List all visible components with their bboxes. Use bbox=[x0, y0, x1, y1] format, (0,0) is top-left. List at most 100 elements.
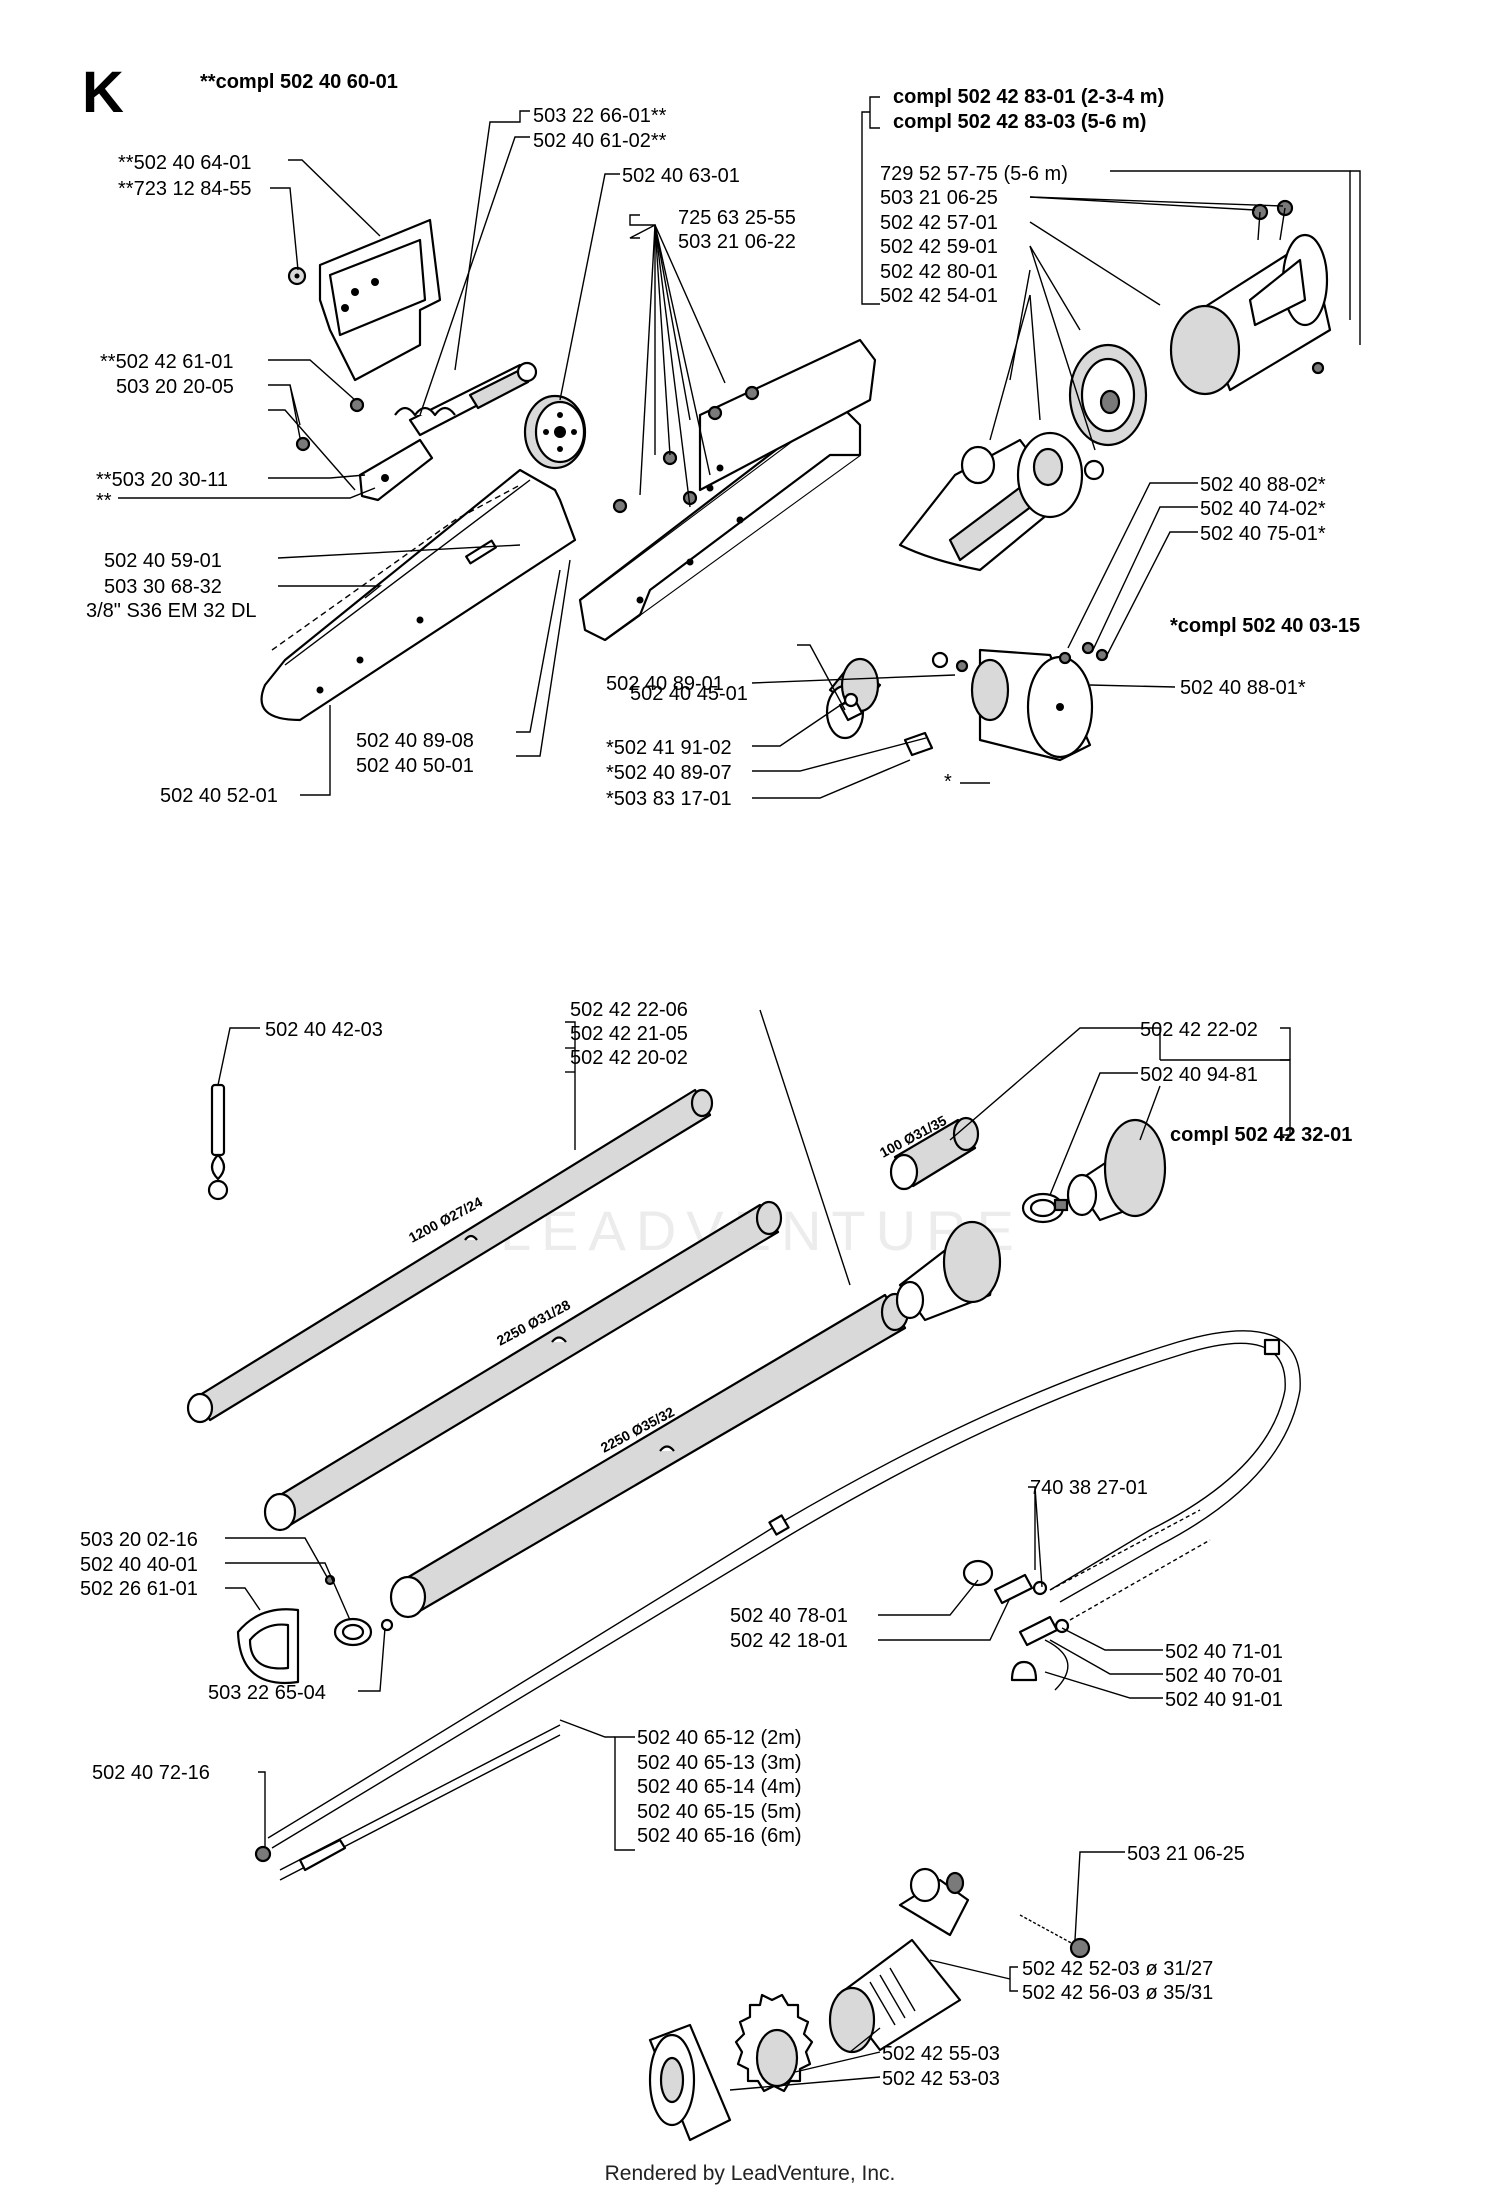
label-502-40-65-14: 502 40 65-14 (4m) bbox=[637, 1776, 802, 1798]
label-502-40-50-01: 502 40 50-01 bbox=[356, 755, 474, 777]
small-screws bbox=[295, 397, 365, 452]
label-502-40-40-01: 502 40 40-01 bbox=[80, 1554, 198, 1576]
gear-housing bbox=[970, 648, 1094, 762]
handle-cup-mid bbox=[895, 1220, 1002, 1322]
label-502-42-21-05: 502 42 21-05 bbox=[570, 1023, 688, 1045]
saw-chain bbox=[271, 484, 521, 651]
tube-2250-31-28 bbox=[263, 1200, 783, 1532]
label-502-42-53-03: 502 42 53-03 bbox=[882, 2068, 1000, 2090]
label-502-42-59-01: 502 42 59-01 bbox=[880, 236, 998, 258]
label-503-21-06-25-a: 503 21 06-25 bbox=[880, 187, 998, 209]
spark-cable-fittings bbox=[962, 1509, 1211, 1691]
label-502-42-18-01: 502 42 18-01 bbox=[730, 1630, 848, 1652]
label-502-26-61-01: 502 26 61-01 bbox=[80, 1578, 198, 1600]
tube-2250-35-32 bbox=[389, 1292, 910, 1619]
label-502-42-22-02: 502 42 22-02 bbox=[1140, 1019, 1258, 1041]
guard-screw bbox=[287, 266, 307, 286]
chain-guard-bracket bbox=[318, 218, 442, 382]
guide-bar bbox=[260, 468, 577, 722]
label-502-40-88-01: 502 40 88-01* bbox=[1180, 677, 1306, 699]
tube-1200 bbox=[186, 1088, 714, 1424]
inner-drive-core bbox=[254, 1724, 561, 1881]
label-502-40-89-08: 502 40 89-08 bbox=[356, 730, 474, 752]
label-502-42-61-01: **502 42 61-01 bbox=[100, 351, 233, 373]
coupling-gearbox-nose bbox=[898, 431, 1084, 572]
bottom-screw bbox=[1019, 1914, 1091, 1959]
label-502-42-22-06: 502 42 22-06 bbox=[570, 999, 688, 1021]
label-502-40-88-02: 502 40 88-02* bbox=[1200, 474, 1326, 496]
leader-lines bbox=[118, 96, 1361, 2091]
label-502-40-91-01: 502 40 91-01 bbox=[1165, 1689, 1283, 1711]
label-725-63-25-55: 725 63 25-55 bbox=[678, 207, 796, 229]
label-503-21-06-22: 503 21 06-22 bbox=[678, 231, 796, 253]
label-503-22-66-01: 503 22 66-01** bbox=[533, 105, 667, 127]
label-502-40-72-16: 502 40 72-16 bbox=[92, 1762, 210, 1784]
section-letter: K bbox=[82, 60, 124, 125]
flex-shaft-cable bbox=[267, 1330, 1301, 1849]
coupling-knob-ring bbox=[1068, 343, 1148, 447]
bottom-sprocket-washer bbox=[734, 1993, 814, 2093]
label-502-40-63-01: 502 40 63-01 bbox=[622, 165, 740, 187]
bottom-nut bbox=[648, 2023, 732, 2142]
label-503-21-06-25-b: 503 21 06-25 bbox=[1127, 1843, 1245, 1865]
label-503-20-20-05: 503 20 20-05 bbox=[116, 376, 234, 398]
label-502-40-65-15: 502 40 65-15 (5m) bbox=[637, 1801, 802, 1823]
label-502-40-65-16: 502 40 65-16 (6m) bbox=[637, 1825, 802, 1847]
coupling-small-parts bbox=[960, 445, 1105, 485]
label-502-40-71-01: 502 40 71-01 bbox=[1165, 1641, 1283, 1663]
hose-clamp bbox=[1021, 1192, 1069, 1224]
label-502-40-89-07: *502 40 89-07 bbox=[606, 762, 732, 784]
label-chain-spec: 3/8" S36 EM 32 DL bbox=[86, 600, 257, 622]
assembly-label-saw-head: **compl 502 40 60-01 bbox=[200, 71, 398, 93]
coupling-clamp-tube bbox=[1169, 233, 1332, 396]
label-double-star: ** bbox=[96, 490, 112, 512]
label-502-40-42-03: 502 40 42-03 bbox=[265, 1019, 383, 1041]
label-503-20-30-11: **503 20 30-11 bbox=[96, 469, 228, 491]
housing-screws bbox=[612, 385, 760, 514]
label-740-38-27-01: 740 38 27-01 bbox=[1030, 1477, 1148, 1499]
chain-tensioner bbox=[394, 361, 538, 437]
bottom-clamp-head bbox=[898, 1867, 970, 1937]
label-502-40-61-02: 502 40 61-02** bbox=[533, 130, 667, 152]
label-503-20-02-16: 503 20 02-16 bbox=[80, 1529, 198, 1551]
label-502-40-78-01: 502 40 78-01 bbox=[730, 1605, 848, 1627]
label-729-52-57-75: 729 52 57-75 (5-6 m) bbox=[880, 163, 1068, 185]
label-502-40-52-01: 502 40 52-01 bbox=[160, 785, 278, 807]
label-503-83-17-01: *503 83 17-01 bbox=[606, 788, 732, 810]
assembly-label-coupling-234: compl 502 42 83-01 (2-3-4 m) bbox=[893, 86, 1164, 108]
label-502-41-91-02: *502 41 91-02 bbox=[606, 737, 732, 759]
hanging-strap bbox=[207, 1083, 229, 1201]
label-502-40-45-01: 502 40 45-01 bbox=[630, 683, 748, 705]
saw-head-housing bbox=[578, 338, 877, 642]
label-723-12-84-55: **723 12 84-55 bbox=[118, 178, 251, 200]
label-502-42-55-03: 502 42 55-03 bbox=[882, 2043, 1000, 2065]
footer-credit: Rendered by LeadVenture, Inc. bbox=[605, 2162, 896, 2185]
drive-sprocket bbox=[523, 394, 587, 470]
label-502-40-65-13: 502 40 65-13 (3m) bbox=[637, 1752, 802, 1774]
assembly-label-gear-housing: *compl 502 40 03-15 bbox=[1170, 615, 1360, 637]
label-502-40-64-01: **502 40 64-01 bbox=[118, 152, 251, 174]
assembly-label-handle-set: compl 502 42 32-01 bbox=[1170, 1124, 1352, 1146]
label-502-40-65-12: 502 40 65-12 (2m) bbox=[637, 1727, 802, 1749]
label-503-30-68-32: 503 30 68-32 bbox=[104, 576, 222, 598]
label-502-42-54-01: 502 42 54-01 bbox=[880, 285, 998, 307]
tensioner-plate bbox=[358, 438, 434, 502]
label-star: * bbox=[944, 771, 952, 793]
label-502-40-75-01: 502 40 75-01* bbox=[1200, 523, 1326, 545]
label-502-40-74-02: 502 40 74-02* bbox=[1200, 498, 1326, 520]
label-502-40-89-01: 502 40 89-01 bbox=[606, 673, 724, 695]
handle-cup-top bbox=[1066, 1118, 1167, 1222]
d-ring bbox=[236, 1608, 300, 1685]
label-502-40-70-01: 502 40 70-01 bbox=[1165, 1665, 1283, 1687]
bottom-threaded-sleeve bbox=[828, 1938, 962, 2054]
label-502-40-94-81: 502 40 94-81 bbox=[1140, 1064, 1258, 1086]
assembly-label-coupling-56: compl 502 42 83-03 (5-6 m) bbox=[893, 111, 1146, 133]
label-502-42-56-03: 502 42 56-03 ø 35/31 bbox=[1022, 1982, 1213, 2004]
label-502-42-57-01: 502 42 57-01 bbox=[880, 212, 998, 234]
label-502-42-80-01: 502 42 80-01 bbox=[880, 261, 998, 283]
label-502-40-59-01: 502 40 59-01 bbox=[104, 550, 222, 572]
label-502-42-20-02: 502 42 20-02 bbox=[570, 1047, 688, 1069]
label-502-42-52-03: 502 42 52-03 ø 31/27 bbox=[1022, 1958, 1213, 1980]
small-clamp bbox=[324, 1574, 394, 1647]
